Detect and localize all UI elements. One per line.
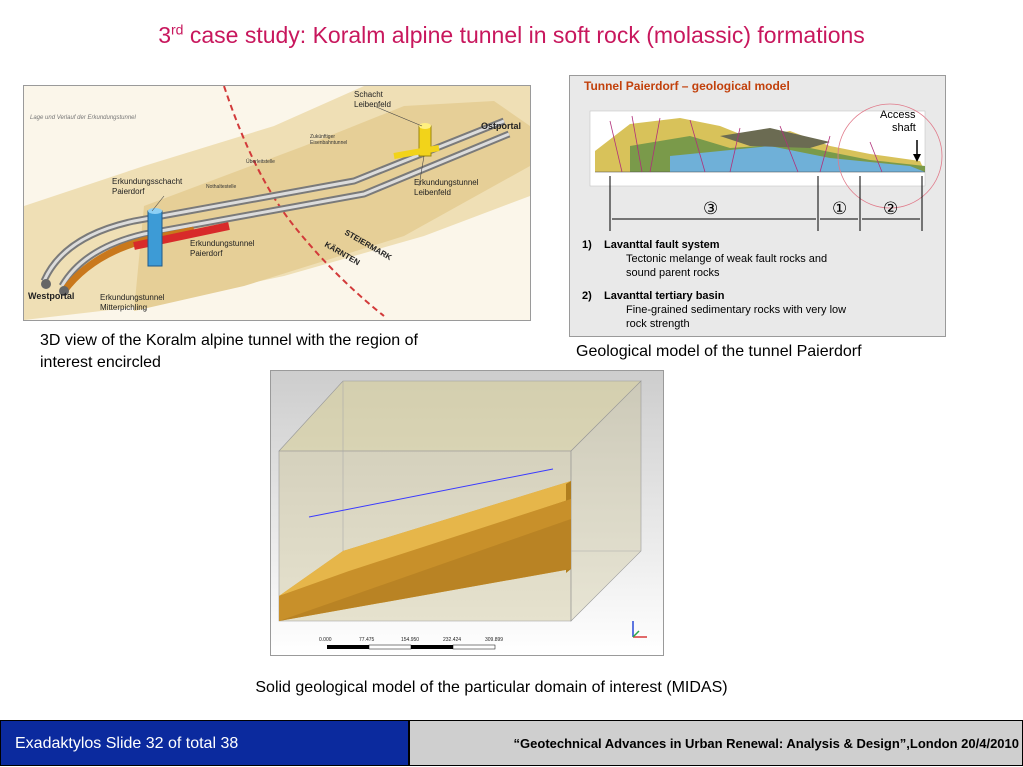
scale-tick: 232.424 xyxy=(443,637,461,643)
item1-number: 1) xyxy=(582,239,592,251)
geological-model-image: Tunnel Paierdorf – geological model Acce… xyxy=(569,75,946,337)
scale-tick: 309.899 xyxy=(485,637,503,643)
zone-1-label: ① xyxy=(832,199,847,218)
footer-slide-info: Exadaktylos Slide 32 of total 38 xyxy=(0,720,409,766)
access-shaft-label: Access xyxy=(880,109,916,121)
label-nothaltestelle: Nothaltestelle xyxy=(206,184,237,190)
label-tunnel-paierdorf: Erkundungstunnel xyxy=(190,239,255,248)
down-arrow-icon xyxy=(913,154,921,162)
geological-model-caption: Geological model of the tunnel Paierdorf xyxy=(576,343,862,360)
item1-description: Tectonic melange of weak fault rocks and xyxy=(626,253,827,265)
label-tunnel-leibenfeld: Erkundungstunnel xyxy=(414,178,479,187)
item1-description: sound parent rocks xyxy=(626,267,720,279)
solid-model-image: 0.000 77.475 154.950 232.424 309.899 xyxy=(270,370,664,656)
label-future-railway-tunnel: Eisenbahntunnel xyxy=(310,140,347,146)
label-tunnel-paierdorf: Paierdorf xyxy=(190,249,223,258)
slide-title: 3rd case study: Koralm alpine tunnel in … xyxy=(158,21,865,48)
label-schacht-leibenfeld: Leibenfeld xyxy=(354,100,391,109)
geo-model-heading: Tunnel Paierdorf – geological model xyxy=(584,79,790,93)
zone-2-label: ② xyxy=(883,199,898,218)
label-tunnel-mitterpichling: Erkundungstunnel xyxy=(100,293,165,302)
item2-description: Fine-grained sedimentary rocks with very… xyxy=(626,304,846,316)
label-shaft-paierdorf: Erkundungsschacht xyxy=(112,177,183,186)
scale-bar xyxy=(327,644,496,650)
item2-title: Lavanttal tertiary basin xyxy=(604,290,725,302)
zone-3-label: ③ xyxy=(703,199,718,218)
solid-model-caption: Solid geological model of the particular… xyxy=(255,679,728,696)
label-tunnel-mitterpichling: Mitterpichling xyxy=(100,303,147,312)
item1-title: Lavanttal fault system xyxy=(604,239,720,251)
tunnel-3d-caption: 3D view of the Koralm alpine tunnel with… xyxy=(40,332,418,371)
label-westportal: Westportal xyxy=(28,291,74,301)
access-shaft-label: shaft xyxy=(892,122,916,134)
footer-conference-info: “Geotechnical Advances in Urban Renewal:… xyxy=(409,720,1023,766)
map-heading: Lage und Verlauf der Erkundungstunnel xyxy=(30,115,137,121)
label-future-railway-tunnel: Zukünftiger xyxy=(310,134,335,140)
label-ueberleitstelle: Überleitstelle xyxy=(246,158,275,165)
axis-triad-icon xyxy=(632,621,647,638)
label-schacht-leibenfeld: Schacht xyxy=(354,90,384,99)
scale-tick: 77.475 xyxy=(359,637,375,643)
tunnel-3d-view-image: Lage und Verlauf der Erkundungstunnel Sc… xyxy=(23,85,531,321)
label-ostportal: Ostportal xyxy=(481,121,521,131)
scale-tick: 154.950 xyxy=(401,637,419,643)
label-tunnel-leibenfeld: Leibenfeld xyxy=(414,188,451,197)
item2-number: 2) xyxy=(582,290,592,302)
scale-tick: 0.000 xyxy=(319,637,332,643)
item2-description: rock strength xyxy=(626,318,690,330)
label-shaft-paierdorf: Paierdorf xyxy=(112,187,145,196)
